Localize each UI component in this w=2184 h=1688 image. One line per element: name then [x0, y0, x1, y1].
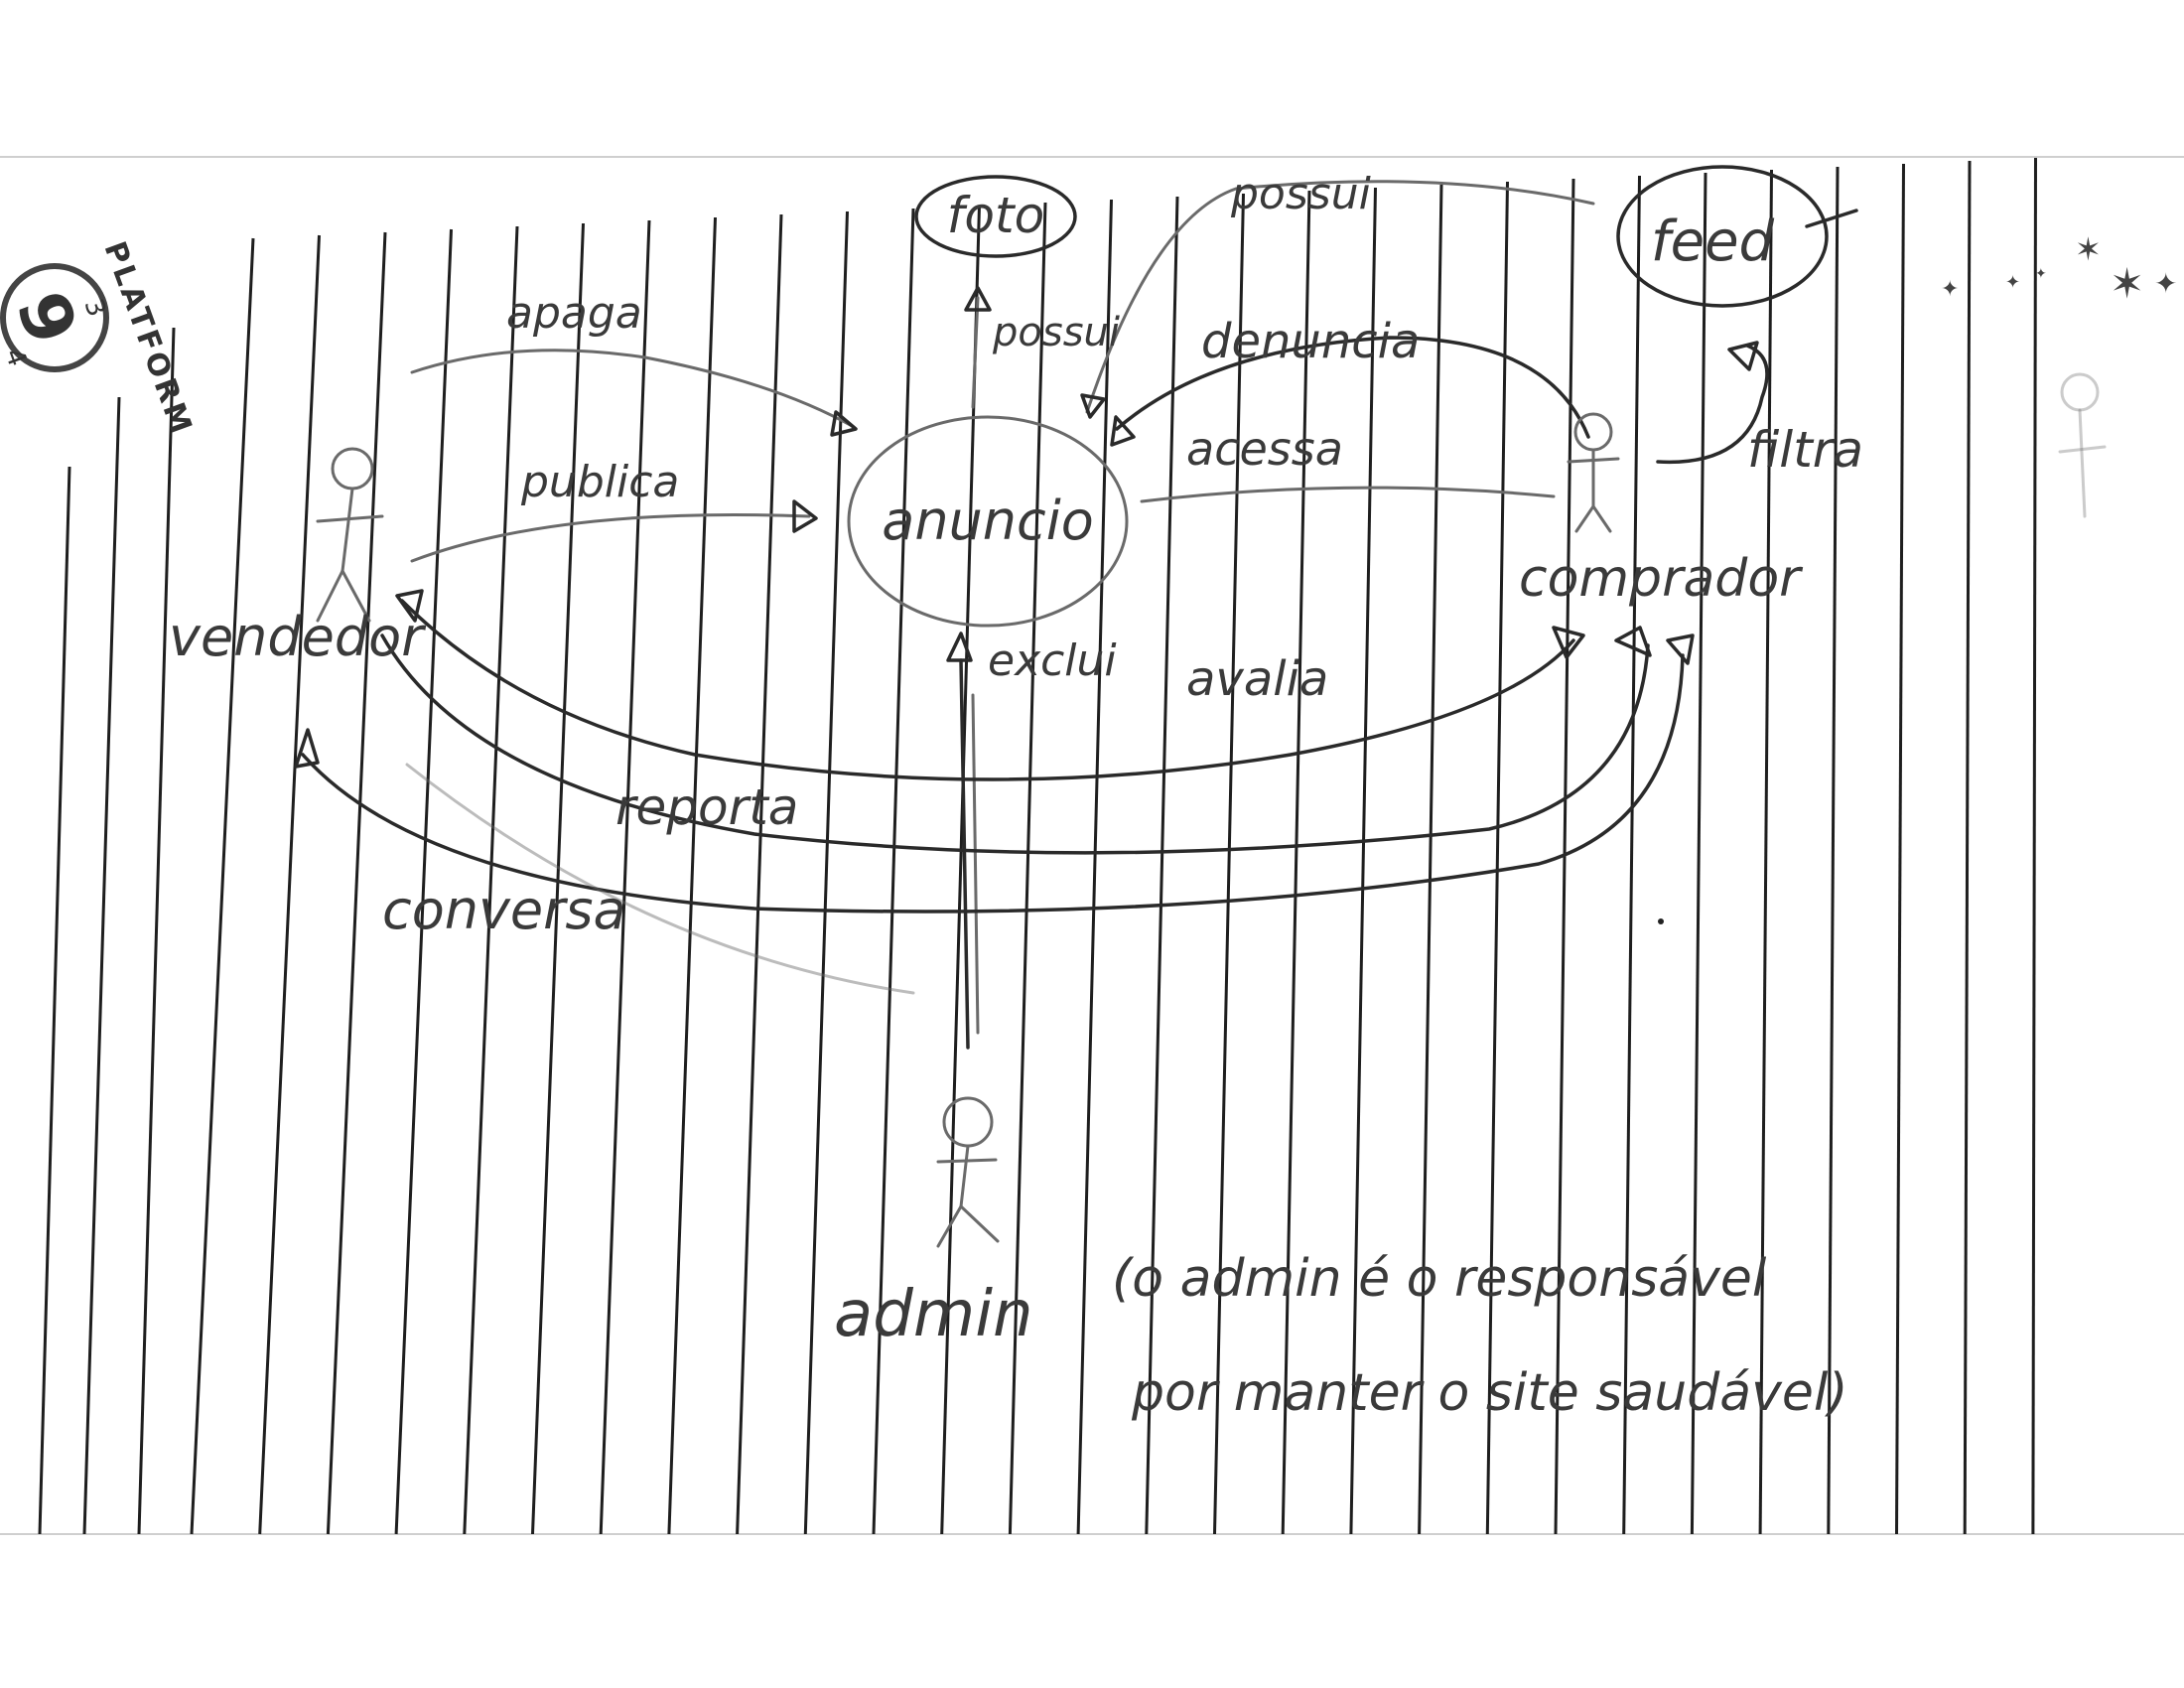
ruled-line	[1895, 163, 1905, 1535]
svg-text:✦: ✦	[2154, 267, 2177, 300]
svg-text:✶: ✶	[2075, 230, 2102, 268]
ruled-line	[599, 219, 651, 1535]
platform-logo: 9 3 4 PLATFORM	[0, 237, 200, 441]
admin-note-line-2: por manter o site saudável)	[1131, 1363, 1848, 1423]
feed-node-label: feed	[1651, 210, 1775, 274]
vendedor-label: vendedor	[169, 606, 426, 668]
ruled-line	[1349, 187, 1377, 1535]
acessa-label: acessa	[1186, 422, 1343, 476]
ruled-line	[1213, 193, 1245, 1535]
faint-stick-figure	[2058, 372, 2107, 518]
denuncia-label: denuncia	[1201, 314, 1420, 369]
filtra-label: filtra	[1747, 421, 1863, 479]
publica-arrowhead	[792, 499, 818, 533]
ruled-line	[1281, 190, 1311, 1535]
ruled-line	[1827, 166, 1840, 1535]
ruled-line	[531, 222, 585, 1535]
logo-ring	[0, 263, 109, 372]
ruled-line	[258, 234, 321, 1535]
filtra-arrow	[1656, 344, 1769, 465]
avalia-arrowhead-right	[1552, 626, 1585, 659]
admin-label: admin	[834, 1278, 1033, 1351]
foto-node-outline	[914, 175, 1077, 258]
ruled-line	[38, 466, 71, 1535]
svg-text:✦: ✦	[1941, 277, 1959, 302]
publica-label: publica	[520, 457, 679, 507]
svg-text:✶: ✶	[2110, 259, 2144, 308]
ink-dot	[1658, 918, 1664, 924]
reporta-arrowhead	[1614, 626, 1652, 657]
reporta-label: reporta	[615, 778, 798, 836]
ruled-line	[1622, 175, 1641, 1535]
avalia-arrowhead-left	[395, 589, 424, 623]
possui-foto-label: possui	[992, 310, 1120, 355]
ruled-line	[82, 396, 121, 1535]
apaga-label: apaga	[506, 288, 642, 339]
ruled-line	[940, 205, 981, 1535]
possui-feed-arrow	[1085, 180, 1595, 414]
ruled-line	[2031, 157, 2037, 1535]
possui-foto-arrowhead	[964, 286, 992, 312]
admin-stick-figure	[936, 1096, 1000, 1248]
apaga-arrowhead	[830, 410, 858, 437]
ruled-line	[1485, 181, 1509, 1535]
filtra-arrowhead	[1727, 341, 1759, 371]
admin-note-line-1: (o admin é o responsável	[1112, 1249, 1767, 1309]
faint-arc	[405, 763, 915, 995]
conversa-arrowhead-left	[294, 728, 320, 769]
exclui-arrow	[959, 658, 970, 1050]
ruled-line	[1758, 169, 1773, 1535]
comprador-label: comprador	[1519, 549, 1804, 609]
ruled-line	[463, 225, 519, 1535]
apaga-arrow	[410, 349, 856, 429]
ruled-line	[137, 327, 176, 1535]
logo-fraction-bottom: 4	[0, 345, 32, 370]
ruled-line	[1076, 199, 1113, 1535]
ruled-line	[1963, 160, 1972, 1535]
ruled-lines	[38, 157, 2037, 1535]
ruled-line	[190, 237, 255, 1535]
avalia-label: avalia	[1186, 651, 1328, 707]
ruled-line	[1690, 172, 1707, 1535]
publica-arrow	[410, 512, 811, 563]
ruled-line	[736, 213, 783, 1535]
ruled-line	[1145, 196, 1179, 1535]
possui-feed-arrowhead	[1080, 393, 1106, 419]
ruled-line	[872, 208, 915, 1535]
denuncia-arrow	[1115, 336, 1590, 439]
anuncio-node-outline	[847, 415, 1129, 628]
foto-node-label: foto	[947, 187, 1044, 244]
reporta-arrow	[380, 633, 1650, 855]
ruled-line	[394, 228, 453, 1535]
logo-numeral: 9	[0, 281, 93, 354]
conversa-arrow	[301, 653, 1685, 914]
logo-brand-text: PLATFORM	[96, 237, 199, 441]
acessa-line	[1140, 486, 1556, 503]
exclui-arrowhead	[946, 632, 973, 662]
feed-tail	[1805, 209, 1858, 228]
svg-text:✦: ✦	[2035, 266, 2047, 282]
ruled-line	[667, 216, 717, 1535]
avalia-arrow	[400, 599, 1575, 781]
ruled-line	[326, 231, 387, 1535]
denuncia-arrowhead	[1110, 415, 1136, 447]
star-decoration: ✦ ✦ ✦ ✶ ✶ ✦	[1941, 230, 2177, 308]
comprador-stick-figure	[1567, 412, 1620, 533]
ruled-line	[1418, 184, 1443, 1535]
feed-node-outline	[1616, 165, 1829, 308]
exclui-second-line	[971, 693, 980, 1035]
conversa-arrowhead-right	[1666, 633, 1695, 665]
conversa-label: conversa	[382, 879, 626, 941]
possui-feed-label: possui	[1230, 169, 1372, 219]
anuncio-node-label: anuncio	[882, 490, 1094, 552]
possui-foto-arrow	[971, 296, 980, 409]
svg-text:✦: ✦	[2005, 272, 2020, 293]
exclui-label: exclui	[988, 635, 1117, 686]
vendedor-stick-figure	[316, 447, 384, 623]
